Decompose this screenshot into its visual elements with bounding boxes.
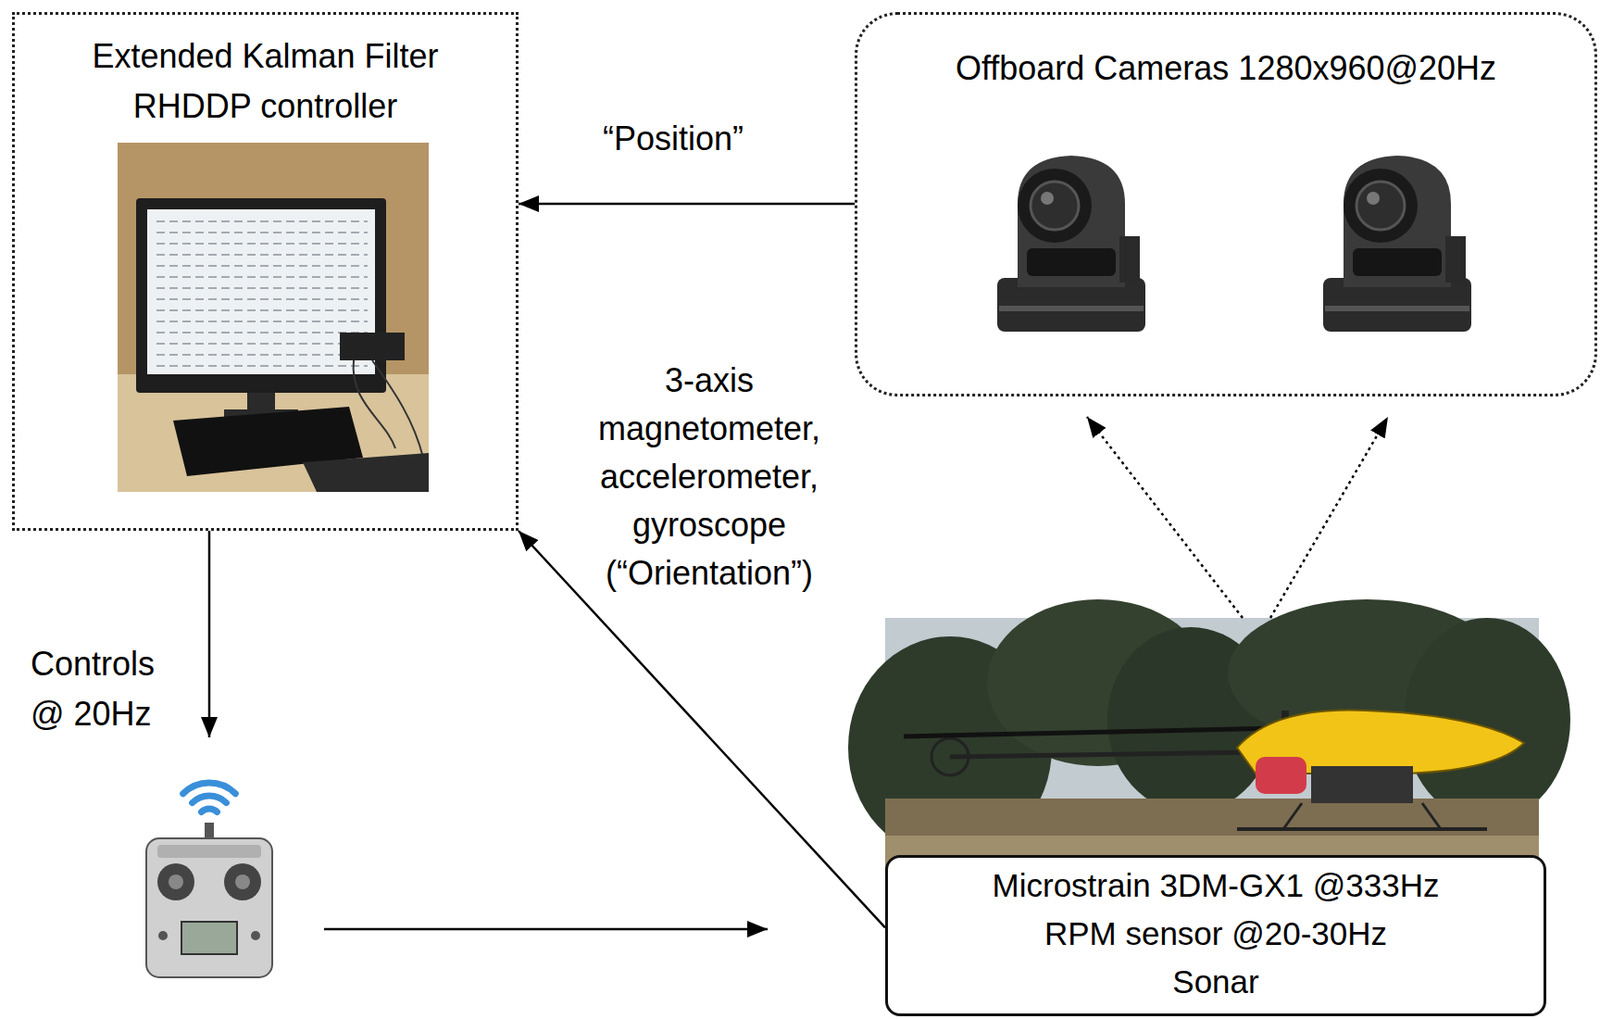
camera-group-box: Offboard Cameras 1280x960@20Hz	[854, 12, 1598, 397]
node-text: RPM sensor @20-30Hz	[1044, 909, 1388, 958]
helicopter-photo	[848, 599, 1571, 873]
data-flow-arrow	[518, 202, 855, 206]
node-title: Offboard Cameras 1280x960@20Hz	[955, 48, 1497, 89]
node-text: Sonar	[1172, 957, 1259, 1006]
node-title: Extended Kalman Filter RHDDP controller	[48, 31, 484, 132]
signal-label: Controls @ 20Hz	[30, 638, 188, 739]
camera-sight-arrow	[1087, 416, 1243, 618]
radio-transmitter-icon	[146, 782, 273, 977]
camera-icon	[997, 155, 1146, 332]
text-row: Sonar	[906, 957, 1525, 1006]
text-row: Offboard Cameras 1280x960@20Hz	[885, 48, 1567, 89]
sensor-box: Microstrain 3DM-GX1 @333HzRPM sensor @20…	[885, 854, 1547, 1016]
text-row: Microstrain 3DM-GX1 @333Hz	[906, 861, 1525, 910]
computer-photo	[117, 142, 429, 492]
text-row: RPM sensor @20-30Hz	[906, 909, 1525, 958]
controller-box: Extended Kalman Filter RHDDP controller	[12, 12, 519, 531]
text-row: Extended Kalman Filter RHDDP controller	[33, 31, 498, 132]
control-arrow	[208, 530, 212, 738]
camera-sight-arrow	[1270, 416, 1388, 618]
node-title: Microstrain 3DM-GX1 @333Hz	[992, 861, 1440, 910]
camera-icon	[1323, 155, 1472, 332]
edge-label: 3-axis magnetometer, accelerometer, gyro…	[570, 356, 849, 598]
radio-link-arrow	[324, 927, 768, 931]
edge-label: “Position”	[602, 118, 744, 160]
